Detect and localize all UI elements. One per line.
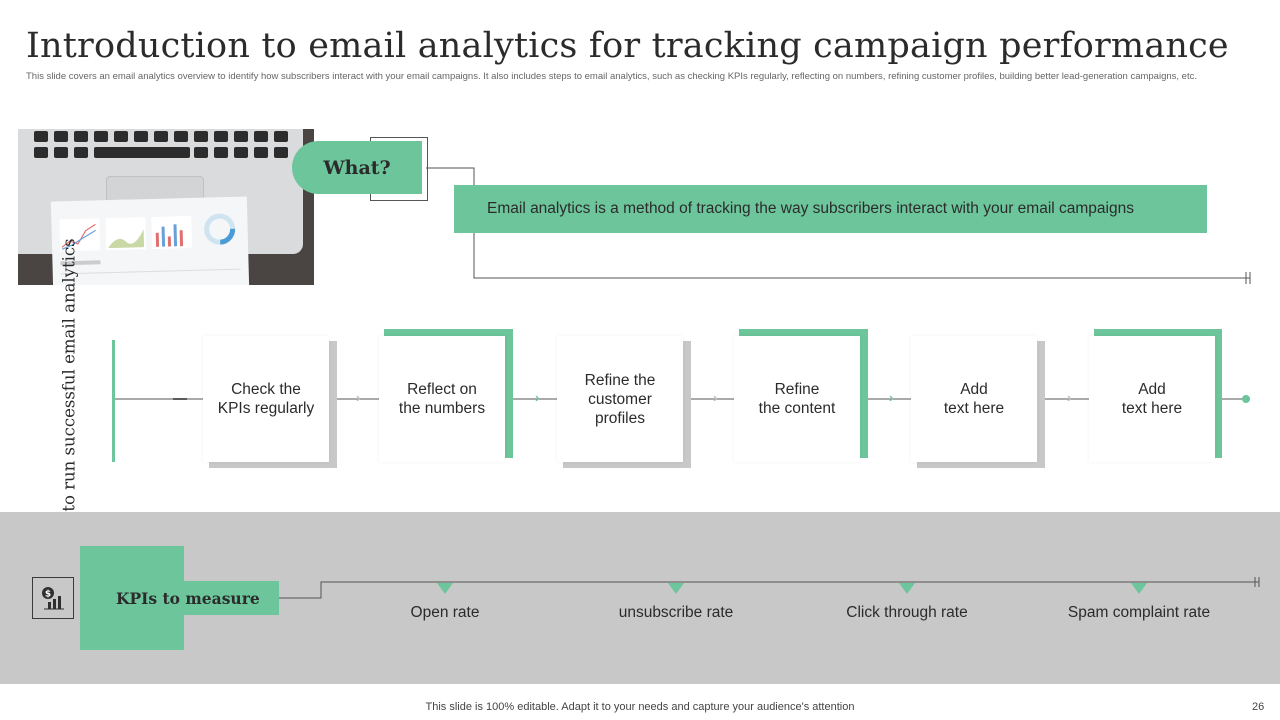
kpi-connector-line <box>279 577 1260 599</box>
kpi-item-4: Spam complaint rate <box>1067 604 1211 621</box>
chevron-right-icon: › <box>535 390 540 405</box>
step-card-6: Add text here <box>1089 336 1215 462</box>
laptop-photo <box>18 129 314 285</box>
chevron-right-icon: › <box>356 390 361 405</box>
chevron-right-icon: › <box>1067 390 1072 405</box>
chart-dollar-icon: $ <box>32 577 74 619</box>
kpi-item-1: Open rate <box>410 604 480 621</box>
step-card-5: Add text here <box>911 336 1037 462</box>
what-connector-lines <box>426 167 1251 284</box>
svg-text:$: $ <box>45 590 51 600</box>
what-definition-bar: Email analytics is a method of tracking … <box>454 185 1207 233</box>
kpi-marker <box>899 583 915 594</box>
chevron-right-icon: › <box>889 390 894 405</box>
kpi-item-2: unsubscribe rate <box>618 604 734 621</box>
kpi-marker <box>437 583 453 594</box>
step-card-3: Refine the customer profiles <box>557 336 683 462</box>
page-number: 26 <box>1252 701 1265 713</box>
kpi-marker <box>668 583 684 594</box>
steps-accent-bar <box>112 340 115 462</box>
chevron-right-icon: › <box>713 390 718 405</box>
chart-paper-image <box>50 196 250 285</box>
footer-note: This slide is 100% editable. Adapt it to… <box>425 701 855 713</box>
what-label: What? <box>292 141 422 194</box>
kpi-item-3: Click through rate <box>846 604 968 621</box>
step-card-4: Refine the content <box>734 336 860 462</box>
page-subtitle: This slide covers an email analytics ove… <box>26 71 1197 82</box>
steps-section-label: Steps to run successful email analytics <box>30 238 110 563</box>
kpi-marker <box>1131 583 1147 594</box>
page-title: Introduction to email analytics for trac… <box>26 26 1229 66</box>
step-card-2: Reflect on the numbers <box>379 336 505 462</box>
step-card-1: Check the KPIs regularly <box>203 336 329 462</box>
keyboard-image <box>30 129 288 167</box>
kpi-section-label: KPIs to measure <box>80 581 279 615</box>
